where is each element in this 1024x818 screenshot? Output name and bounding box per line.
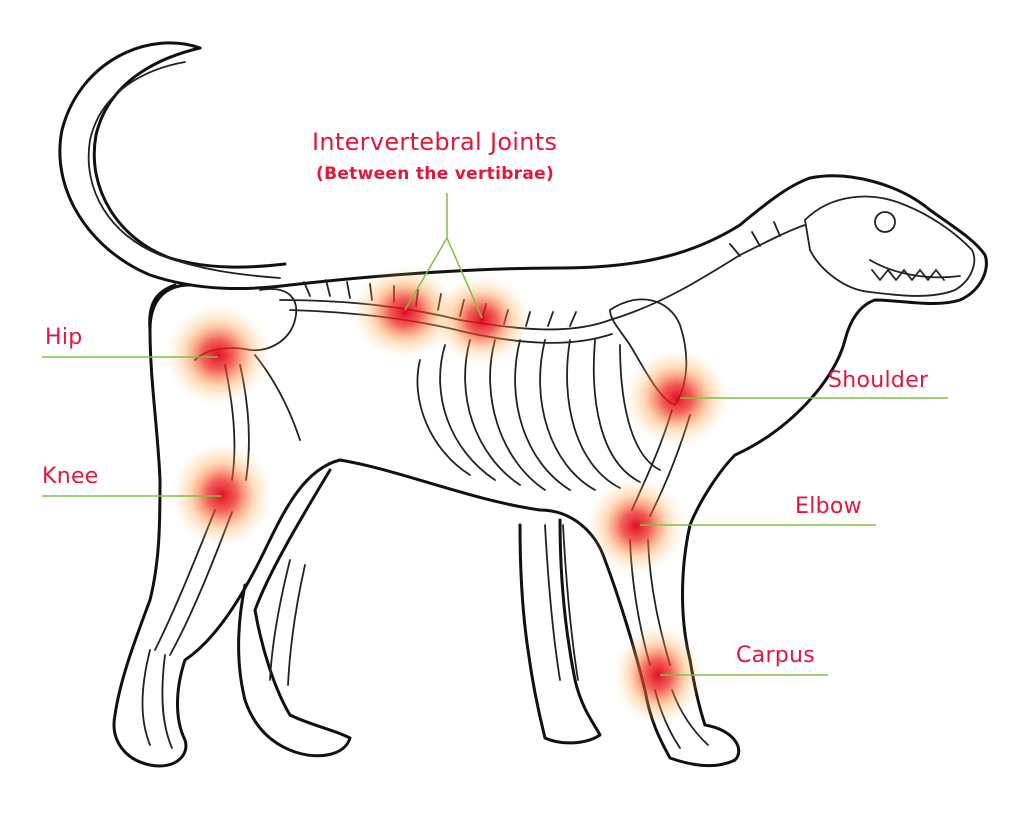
shoulder-glow — [625, 350, 729, 446]
intervertebral-glow-1 — [353, 266, 457, 358]
elbow-label: Elbow — [795, 494, 862, 519]
intervertebral-joints-label: Intervertebral Joints — [312, 128, 558, 156]
carpus-label: Carpus — [736, 643, 816, 668]
shoulder-label: Shoulder — [828, 368, 929, 393]
knee-label: Knee — [42, 464, 99, 489]
intervertebral-leader — [404, 193, 483, 319]
hip-label: Hip — [45, 325, 83, 350]
intervertebral-glow-2 — [434, 276, 530, 364]
intervertebral-joints-sublabel: (Between the vertibrae) — [316, 164, 555, 184]
leader-lines — [42, 193, 948, 676]
joint-highlights — [166, 266, 729, 725]
hip-glow — [166, 305, 270, 405]
elbow-glow — [588, 478, 684, 574]
knee-glow — [172, 443, 272, 547]
carpus-glow — [614, 625, 702, 725]
